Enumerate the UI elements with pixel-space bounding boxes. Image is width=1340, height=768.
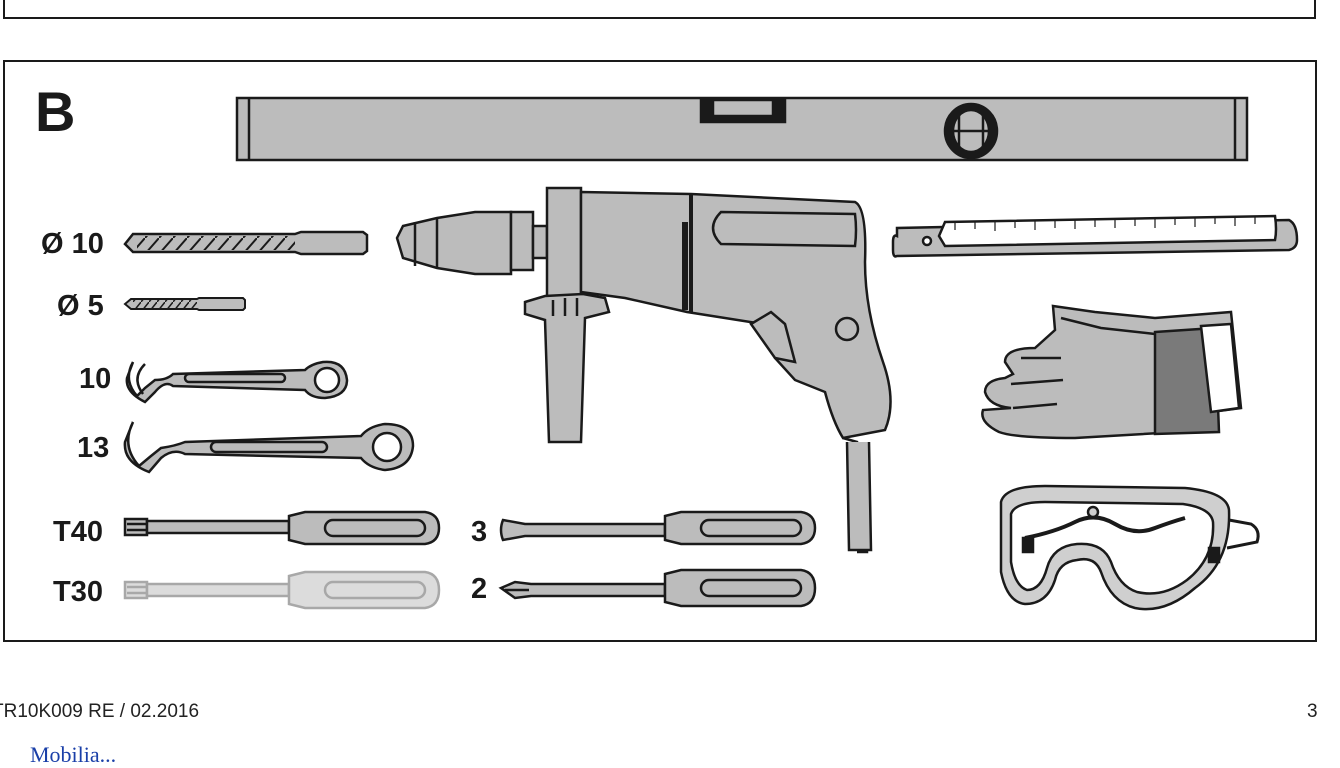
cut-off-link-text[interactable]: Mobilia... [30, 742, 117, 767]
wrench-13-icon [123, 421, 415, 474]
tools-illustration [123, 96, 1299, 611]
label-phillips-screwdriver: 2 [471, 573, 488, 605]
panel-letter: B [35, 80, 75, 143]
work-gloves-icon [981, 304, 1243, 440]
top-frame [3, 0, 1316, 19]
label-drill-bit-10: Ø 10 [41, 228, 104, 260]
label-torx-t40: T40 [53, 516, 103, 548]
phillips-screwdriver-icon [498, 568, 817, 608]
page-number: 3 [1307, 701, 1318, 722]
label-wrench-10: 10 [79, 363, 112, 395]
drill-bit-5-icon [123, 297, 246, 311]
safety-goggles-icon [999, 484, 1260, 611]
power-drill-icon [395, 186, 892, 554]
label-wrench-13: 13 [77, 432, 110, 464]
label-torx-t30: T30 [53, 576, 103, 608]
spirit-level-icon [235, 96, 1249, 162]
torx-t30-screwdriver-icon [123, 570, 441, 610]
drill-bit-10-icon [123, 230, 369, 256]
flat-screwdriver-icon [499, 510, 817, 546]
label-drill-bit-5: Ø 5 [57, 290, 104, 322]
torx-t40-screwdriver-icon [123, 510, 441, 546]
document-code: TR10K009 RE / 02.2016 [0, 701, 200, 722]
tools-panel: B Ø 10 Ø 5 10 13 T40 T30 3 2 [3, 60, 1317, 642]
wrench-10-icon [125, 360, 349, 404]
folding-ruler-icon [891, 214, 1299, 258]
label-flat-screwdriver: 3 [471, 516, 488, 548]
